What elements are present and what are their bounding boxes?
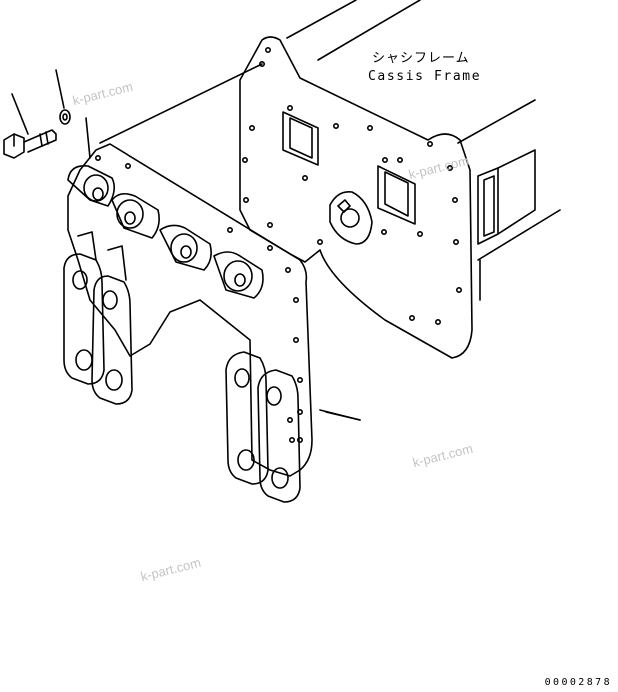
- chassis-frame-lines: [99, 0, 561, 421]
- mounting-bracket: [67, 143, 313, 477]
- frame-plate: [239, 36, 473, 359]
- leader-lines: [11, 69, 361, 421]
- washer: [59, 109, 71, 125]
- drawing-number: 00002878: [544, 677, 612, 688]
- link-plates-left: [63, 231, 133, 405]
- bolt: [3, 129, 57, 159]
- link-plates-right: [225, 351, 301, 503]
- frame-label-japanese: シャシフレーム: [372, 51, 470, 66]
- side-rail: [477, 149, 536, 245]
- frame-label-english: Cassis Frame: [368, 69, 482, 84]
